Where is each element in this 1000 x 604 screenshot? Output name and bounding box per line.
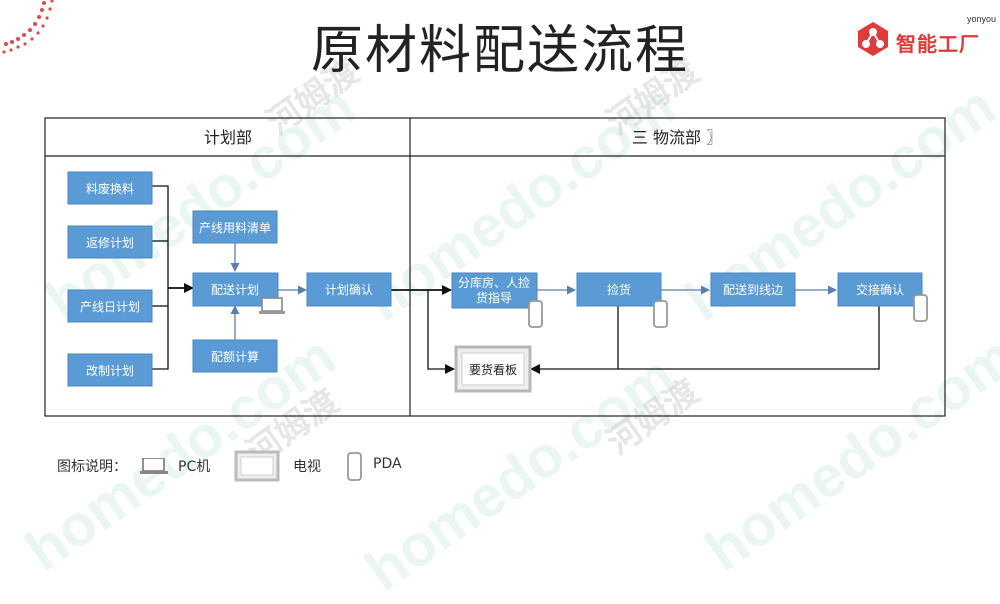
tv-icon [234,450,280,482]
svg-text:产线日计划: 产线日计划 [80,300,140,314]
planning-arrows [230,243,307,340]
svg-text:产线用料清单: 产线用料清单 [199,221,271,235]
flow-diagram: 计划部 三 物流部 〗 料废换料 返修计划 产线日计划 [44,117,946,417]
pda-icon [347,452,362,481]
svg-text:配额计算: 配额计算 [211,349,259,364]
pda-icon [913,294,928,322]
svg-text:配送到线边: 配送到线边 [723,282,783,297]
legend-pc-text: PC机 [178,459,211,475]
legend-label: 图标说明： [57,459,127,475]
svg-text:交接确认: 交接确认 [856,282,904,297]
dot-arc-decoration [2,0,54,54]
logo-subtext: yonyou [966,14,996,24]
box-deliver-to-line: 配送到线边 [710,272,796,307]
box-rework-plan: 改制计划 [67,353,153,387]
pda-icon [528,300,543,328]
box-line-daily-plan: 产线日计划 [67,289,153,323]
svg-text:分库房、人捡: 分库房、人捡 [458,275,530,290]
pc-icon [140,458,168,474]
box-quota-calc: 配额计算 [192,339,278,373]
brand-logo: yonyou 智能工厂 [852,14,1000,60]
legend-tv-text: 电视 [293,459,321,475]
input-connectors [152,185,194,370]
pc-icon [258,297,286,315]
svg-text:改制计划: 改制计划 [86,364,134,378]
box-picking-guide: 分库房、人捡 货指导 [451,272,538,309]
legend-pda-text: PDA [373,456,402,472]
lane-title-planning: 计划部 [204,128,252,147]
pda-icon [653,300,668,328]
svg-text:配送计划: 配送计划 [211,282,259,297]
svg-text:料废换料: 料废换料 [86,181,134,196]
svg-text:货指导: 货指导 [476,290,512,305]
board-feed-line [427,290,455,374]
box-repair-plan: 返修计划 [67,225,153,259]
box-line-bom: 产线用料清单 [192,210,278,244]
board-label: 要货看板 [469,362,517,377]
svg-text:计划确认: 计划确认 [325,283,373,297]
page-title: 原材料配送流程 [310,21,689,81]
box-waste-replace: 料废换料 [67,171,153,205]
lane-title-logistics: 三 物流部 〗 [632,128,722,147]
svg-text:返修计划: 返修计划 [86,235,134,250]
logo-icon [858,22,888,56]
logo-brand-text: 智能工厂 [896,32,980,56]
swimlane-frame [44,117,946,417]
feedback-lines [530,306,880,374]
box-picking: 捡货 [576,272,662,307]
svg-text:捡货: 捡货 [607,282,631,297]
box-plan-confirm: 计划确认 [306,272,392,307]
tv-board: 要货看板 [454,345,532,393]
box-handover-confirm: 交接确认 [837,272,923,307]
